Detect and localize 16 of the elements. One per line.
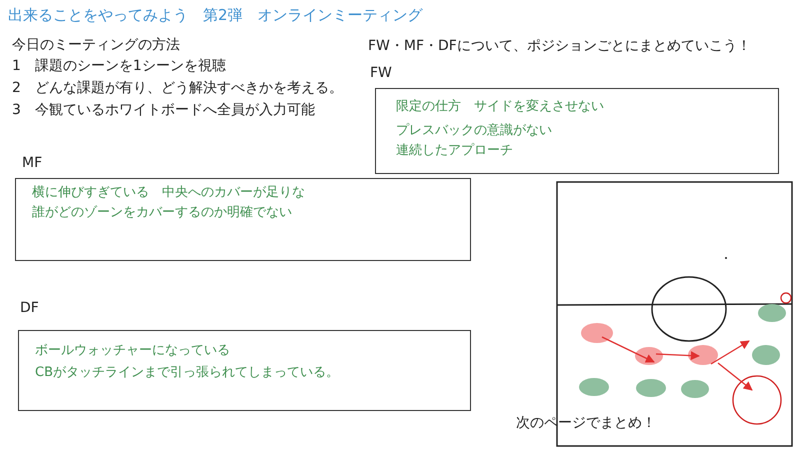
list-item: 1 課題のシーンを1シーンを視聴 (12, 57, 226, 75)
note-text: CBがタッチラインまで引っ張られてしまっている。 (35, 364, 339, 381)
note-text: 限定の仕方 サイドを変えさせない (396, 98, 604, 115)
list-item: 3 今観ているホワイトボードへ全員が入力可能 (12, 101, 315, 119)
note-text: 横に伸びすぎている 中央へのカバーが足りな (32, 184, 305, 201)
position-heading: FW (370, 65, 392, 81)
note-text: FW・MF・DFについて、ポジションごとにまとめていこう！ (368, 37, 751, 55)
list-item: 2 どんな課題が有り、どう解決すべきかを考える。 (12, 79, 343, 97)
slide-title: 出来ることをやってみよう 第2弾 オンラインミーティング (8, 6, 423, 25)
note-text: プレスバックの意識がない (396, 122, 552, 139)
section-heading: 今日のミーティングの方法 (12, 36, 180, 54)
note-text: ボールウォッチャーになっている (35, 342, 230, 359)
note-text: 誰がどのゾーンをカバーするのか明確でない (32, 204, 292, 221)
note-text: 連続したアプローチ (396, 142, 513, 159)
position-heading: MF (22, 155, 42, 171)
position-heading: DF (20, 300, 39, 316)
